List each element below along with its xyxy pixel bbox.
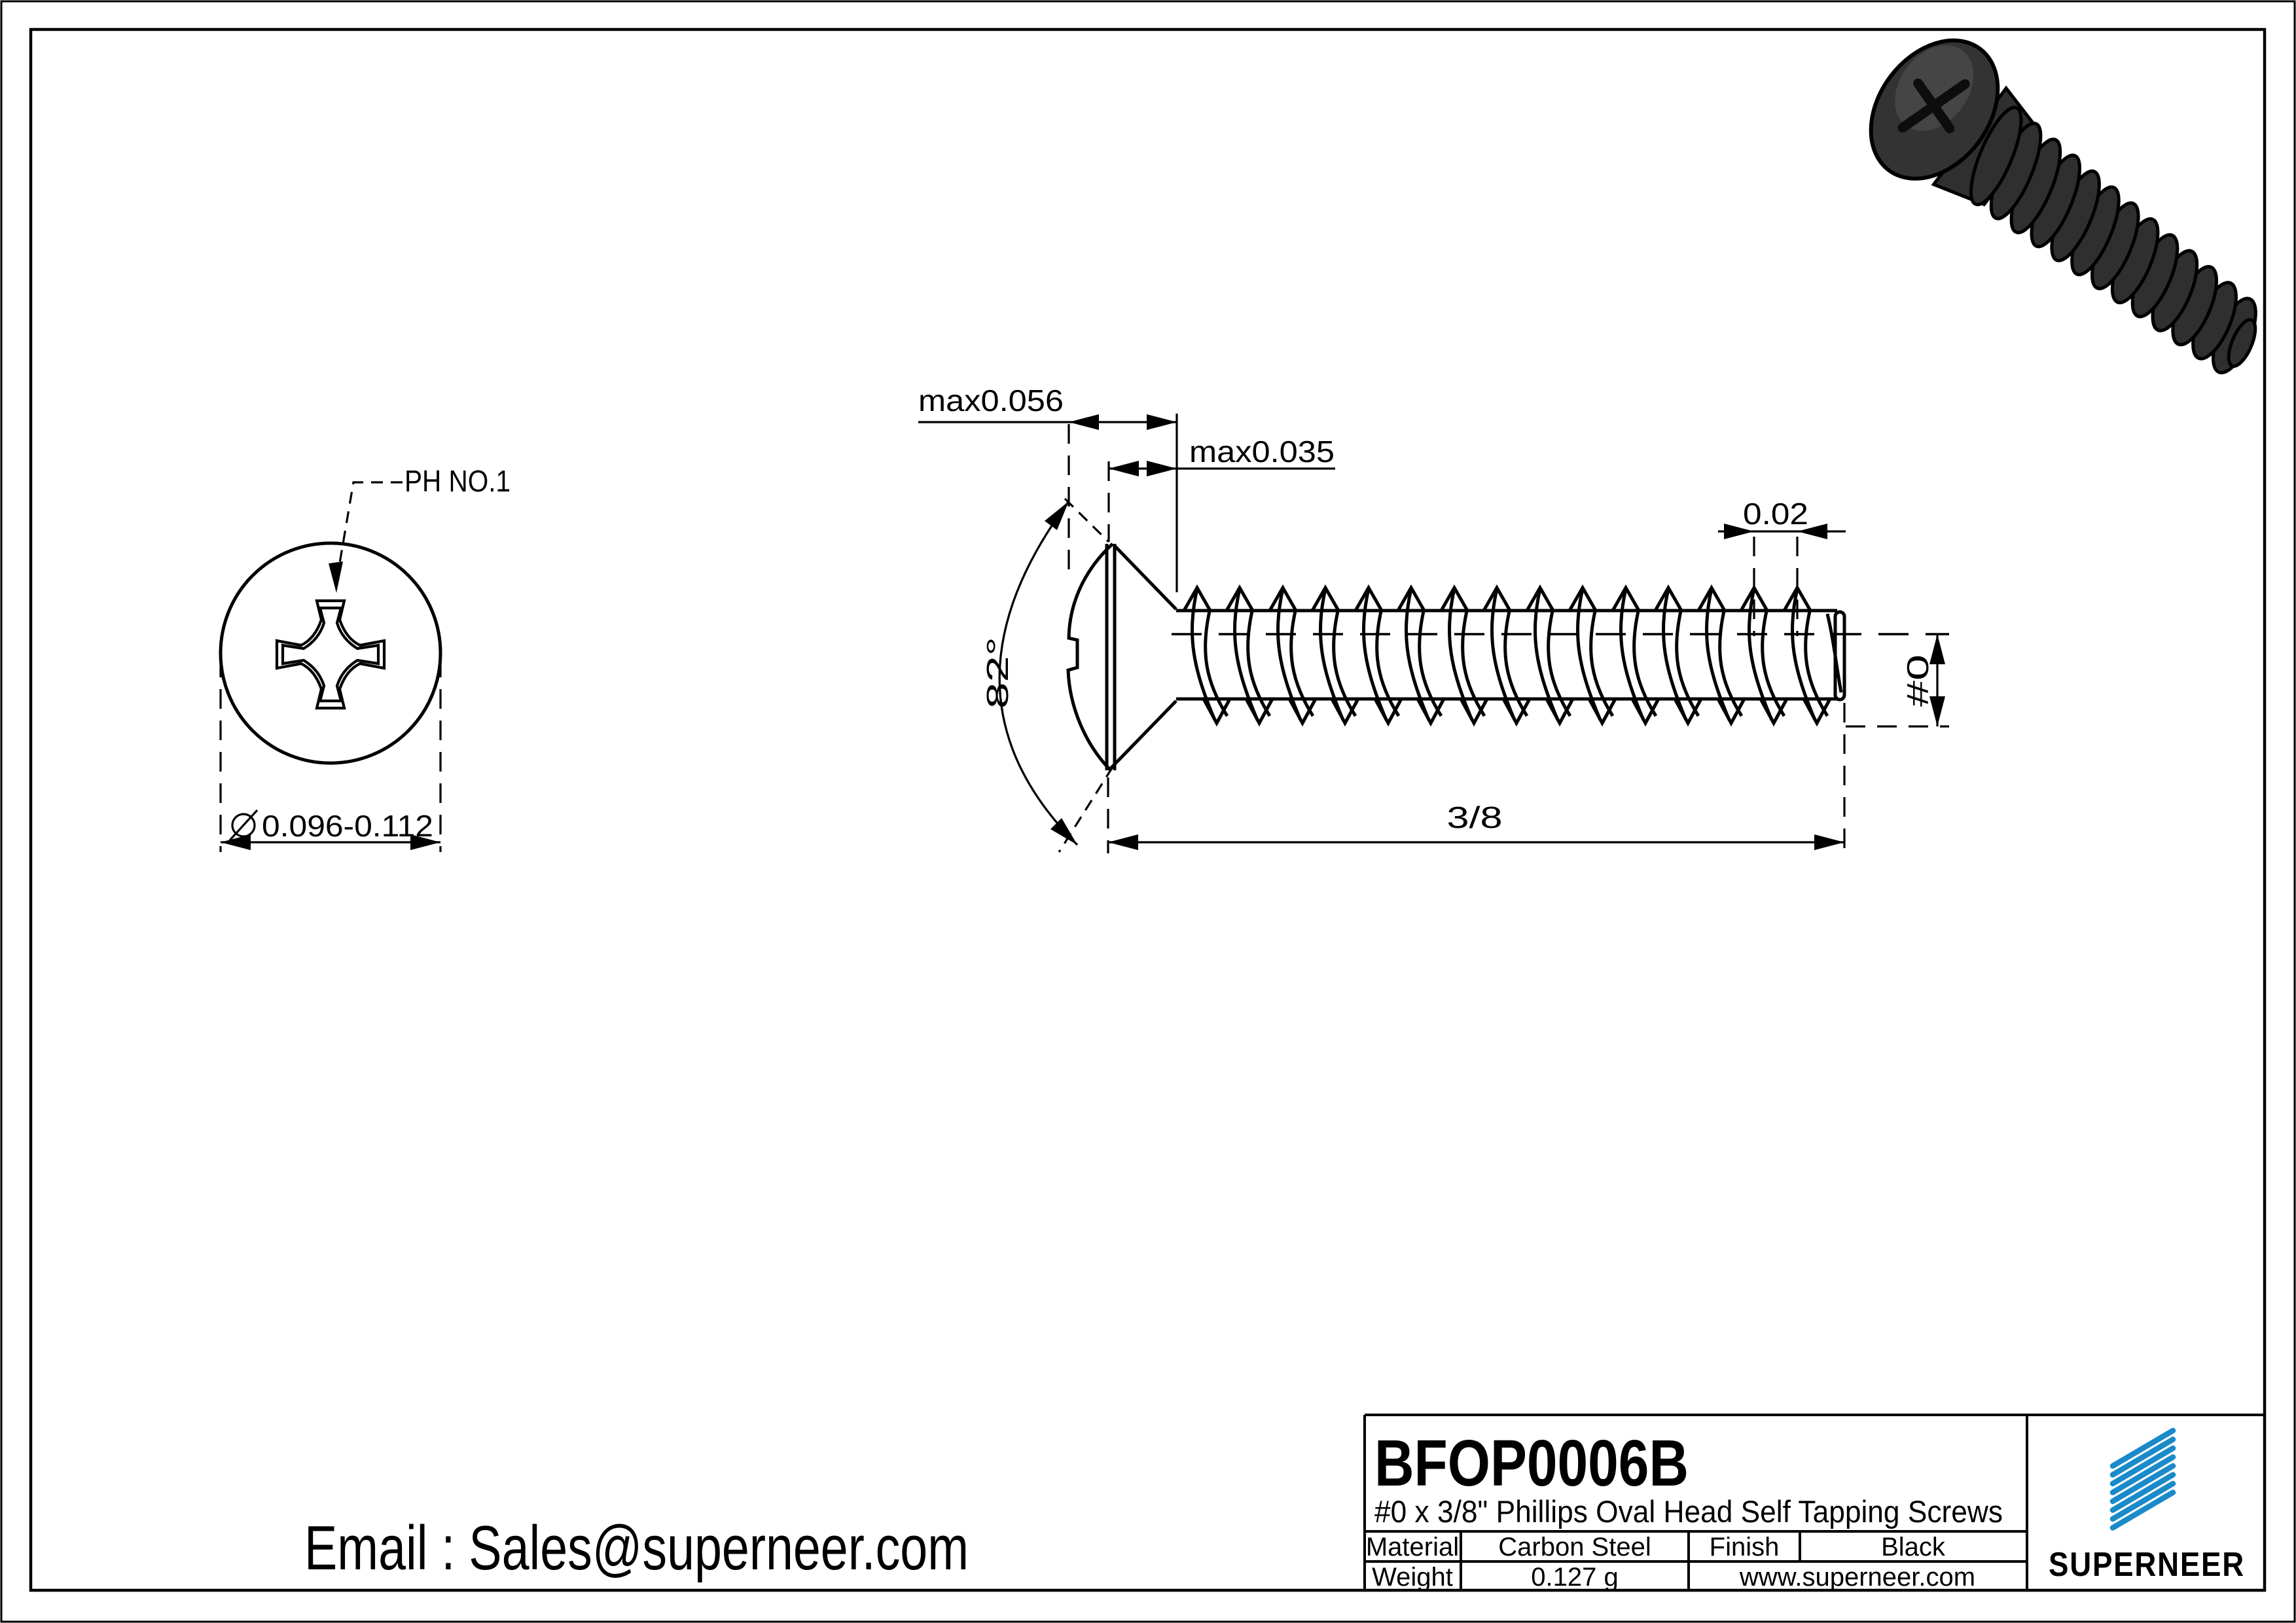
drive-leader [329,481,403,593]
head-circle [219,541,442,765]
diameter-dimension: 0.096-0.112 [219,658,442,852]
threads [1184,588,1843,723]
material-value: Carbon Steel [1498,1533,1651,1561]
weight-label: Weight [1372,1563,1453,1592]
part-description: #0 x 3/8" Phillips Oval Head Self Tappin… [1374,1494,2003,1529]
dome-height-label: max0.035 [1189,435,1335,469]
dimension-head-angle: 82° [980,497,1114,853]
dimension-pitch: 0.02 [1718,497,1846,636]
website-link[interactable]: www.superneer.com [1739,1563,1975,1592]
dimension-length: 3/8 [1107,703,1846,853]
leader-arrow [329,562,343,593]
diameter-symbol-icon [228,809,259,842]
drive-label: PH NO.1 [404,464,511,498]
logo-stripes-icon [2109,1427,2176,1531]
material-label: Material [1366,1533,1459,1561]
head-angle-label: 82° [980,637,1014,709]
screw-end-face [1833,610,1846,702]
title-block: BFOP0006B #0 x 3/8" Phillips Oval Head S… [1363,1414,2265,1592]
screw-3d-phillips-icon [1897,78,1970,134]
front-view: PH NO.1 0.096-0.112 [219,464,511,852]
dimension-head-height: max0.056 [918,383,1177,576]
phillips-cross-icon [275,599,386,710]
screw-3d-render [1869,38,2257,375]
contact-email: Email : Sales@superneer.com [304,1513,969,1583]
finish-label: Finish [1710,1533,1780,1561]
pitch-label: 0.02 [1743,497,1808,531]
weight-value: 0.127 g [1531,1563,1618,1592]
screw-head [1066,543,1177,772]
dimension-thread-size: #0 [1846,634,1949,728]
dimension-dome-height: max0.035 [1107,414,1335,592]
thread-size-label: #0 [1901,654,1935,707]
inner-border [29,27,2267,1592]
brand-logo: SUPERNEER [2049,1427,2245,1584]
part-number: BFOP0006B [1374,1427,1689,1500]
head-height-label: max0.056 [918,383,1064,418]
length-label: 3/8 [1447,800,1503,834]
brand-name: SUPERNEER [2049,1546,2245,1584]
side-view: max0.056 max0.035 82° 0.02 [918,383,1949,853]
diameter-value: 0.096-0.112 [262,809,433,843]
finish-value: Black [1881,1533,1946,1561]
